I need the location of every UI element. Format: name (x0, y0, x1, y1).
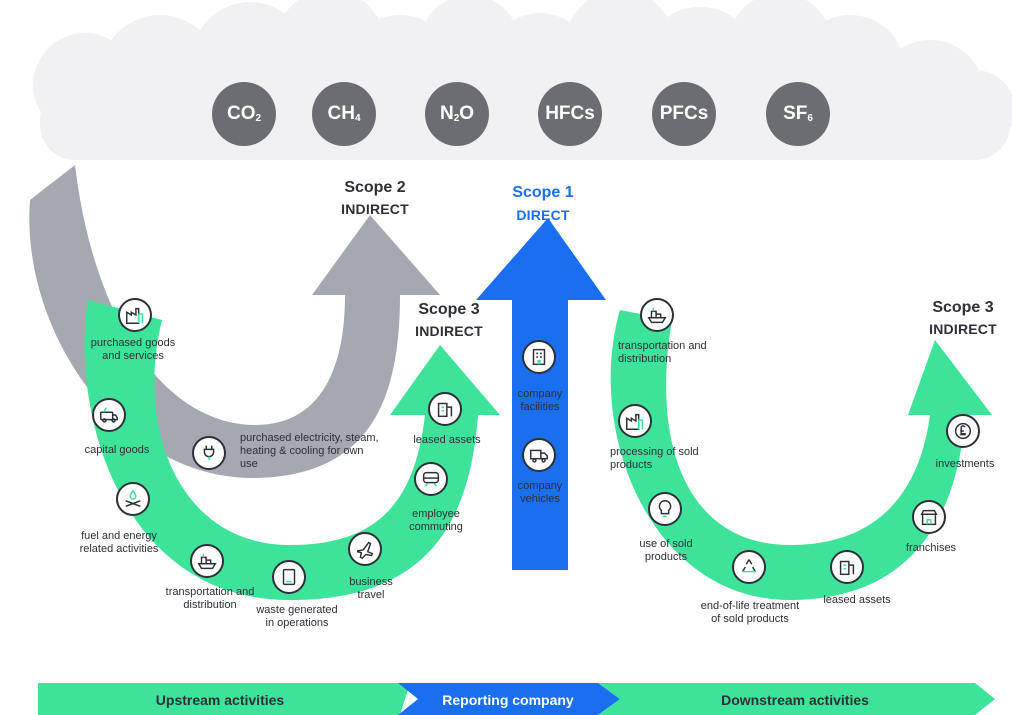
bar-downstream-label: Downstream activities (721, 692, 869, 708)
label-franchises: franchises (905, 542, 957, 554)
pound-coin-icon (946, 414, 980, 448)
factory-icon (618, 404, 652, 438)
label-upstream-leased-assets: leased assets (413, 434, 481, 446)
scope1-arrow (476, 218, 606, 570)
label-company-facilities: company facilities (517, 388, 563, 413)
building-icon (428, 392, 462, 426)
label-use-sold: use of sold products (639, 538, 693, 563)
gas-hfcs: HFCs (538, 82, 602, 146)
building-icon (830, 550, 864, 584)
scope3-downstream-title: Scope 3 (932, 299, 994, 316)
scope2-subtitle: INDIRECT (341, 201, 409, 217)
factory-icon (118, 298, 152, 332)
bin-icon (272, 560, 306, 594)
label-purchased-goods: purchased goods and services (90, 337, 176, 362)
campfire-icon (116, 482, 150, 516)
bar-reporting-label: Reporting company (442, 692, 574, 708)
scope1-subtitle: DIRECT (516, 207, 570, 223)
label-processing: processing of sold products (610, 446, 699, 471)
label-investments: investments (935, 458, 995, 470)
plug-icon (192, 436, 226, 470)
airplane-icon (348, 532, 382, 566)
label-capital-goods: capital goods (84, 444, 150, 456)
scope2-title: Scope 2 (344, 179, 406, 196)
scope3-upstream-arrow (84, 300, 501, 600)
office-building-icon (522, 340, 556, 374)
truck-tools-icon (92, 398, 126, 432)
label-downstream-transport: transportation and distribution (618, 340, 707, 365)
bar-upstream (38, 683, 410, 715)
label-purchased-electricity: purchased electricity, steam, heating & … (240, 432, 379, 470)
recycle-icon (732, 550, 766, 584)
cloud-band (33, 0, 1012, 160)
ship-icon (190, 544, 224, 578)
lightbulb-icon (648, 492, 682, 526)
scope3-upstream-title: Scope 3 (418, 301, 480, 318)
bar-reporting (398, 683, 620, 715)
label-waste: waste generated in operations (256, 604, 338, 629)
scope3-downstream-subtitle: INDIRECT (929, 321, 997, 337)
scope3-upstream-subtitle: INDIRECT (415, 323, 483, 339)
label-downstream-leased-assets: leased assets (823, 594, 891, 606)
gas-pfcs: PFCs (652, 82, 716, 146)
bar-upstream-label: Upstream activities (155, 692, 285, 708)
bar-downstream (598, 683, 995, 715)
label-fuel-energy: fuel and energy related activities (79, 530, 159, 555)
label-employee-commuting: employee commuting (409, 508, 463, 533)
train-icon (414, 462, 448, 496)
scope3-downstream-arrow (610, 310, 992, 600)
label-end-of-life: end-of-life treatment of sold products (700, 600, 800, 625)
label-business-travel: business travel (349, 576, 393, 601)
scope1-title: Scope 1 (512, 184, 574, 201)
label-company-vehicles: company vehicles (517, 480, 563, 505)
ship-icon (640, 298, 674, 332)
label-upstream-transport: transportation and distribution (165, 586, 255, 611)
delivery-truck-icon (522, 438, 556, 472)
storefront-icon (912, 500, 946, 534)
